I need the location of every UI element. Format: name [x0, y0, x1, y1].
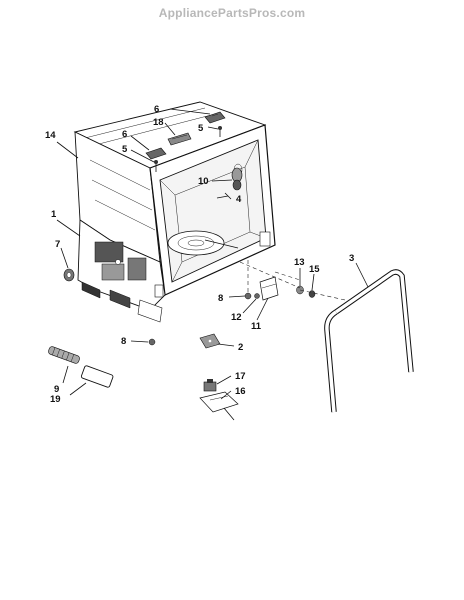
- callout-13: 13: [294, 257, 305, 268]
- part-7-nut: [63, 268, 75, 282]
- callout-8-lower: 8: [121, 336, 126, 347]
- callout-19: 19: [50, 394, 61, 405]
- callout-8-upper: 8: [218, 293, 223, 304]
- callout-1: 1: [51, 209, 57, 220]
- part-5-screw-lower: [154, 160, 158, 172]
- part-11-bracket: [259, 276, 279, 301]
- callout-12: 12: [231, 312, 242, 323]
- callout-10: 10: [198, 176, 209, 187]
- callout-11: 11: [251, 321, 262, 332]
- callout-6-upper: 6: [154, 104, 159, 115]
- part-19-cover: [80, 365, 114, 388]
- callout-5-lower: 5: [122, 144, 128, 155]
- part-17-switch: [203, 379, 217, 392]
- watermark-logo: AppliancePartsPros.com: [158, 6, 306, 20]
- part-8-screw-upper: [244, 292, 252, 300]
- part-9-spring: [48, 346, 80, 364]
- part-8-screw-lower: [148, 338, 156, 346]
- part-15-screw: [308, 290, 316, 298]
- callout-7: 7: [55, 239, 60, 250]
- part-2-bracket: [199, 333, 221, 349]
- callout-15: 15: [309, 264, 320, 275]
- part-16-switch-bracket: [199, 391, 239, 421]
- part-18-label-plate: [167, 132, 192, 146]
- callout-5-upper: 5: [198, 123, 204, 134]
- part-12-nut: [254, 293, 260, 299]
- callout-2: 2: [238, 342, 243, 353]
- part-10-fitting: [231, 167, 243, 191]
- part-6-clip-upper: [204, 111, 226, 124]
- part-6-clip-lower: [145, 147, 167, 160]
- callout-17: 17: [235, 371, 246, 382]
- callout-9: 9: [54, 384, 59, 395]
- callout-3: 3: [349, 253, 354, 264]
- tub-sump: [167, 230, 225, 256]
- part-5-screw-upper: [218, 126, 222, 137]
- callout-4: 4: [236, 194, 242, 205]
- callout-18: 18: [153, 117, 164, 128]
- callout-16: 16: [235, 386, 246, 397]
- callout-14: 14: [45, 130, 56, 141]
- part-3-door-gasket: [324, 269, 414, 413]
- callout-6-lower: 6: [122, 129, 127, 140]
